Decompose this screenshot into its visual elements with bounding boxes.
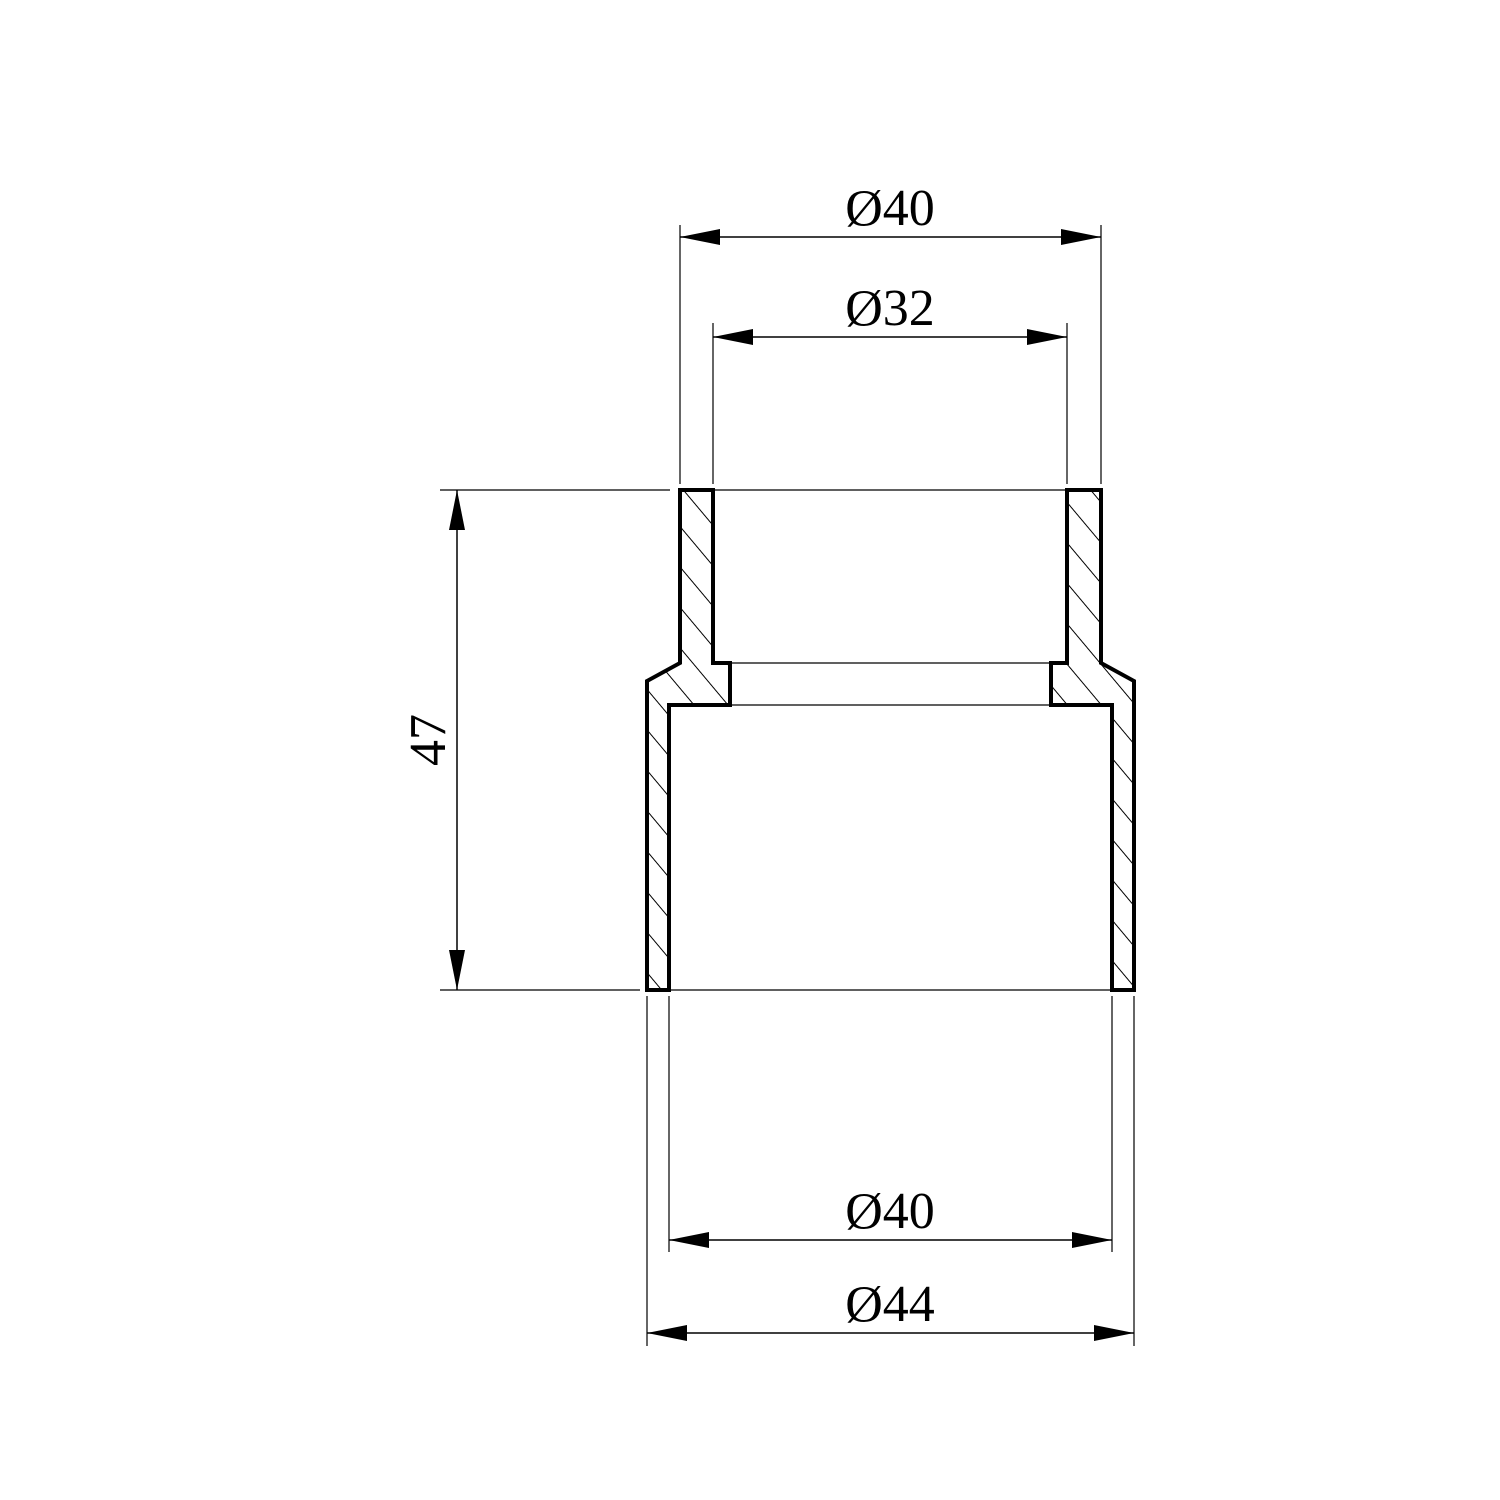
dim-label-height: 47 bbox=[400, 714, 457, 766]
dim-label-top-inner: Ø32 bbox=[845, 280, 935, 337]
left-wall-section bbox=[645, 488, 732, 992]
dim-label-top-outer: Ø40 bbox=[845, 180, 935, 237]
right-wall-section bbox=[1049, 488, 1136, 992]
internal-edges bbox=[669, 489, 1112, 991]
extension-lines bbox=[440, 225, 1135, 1346]
dim-label-bottom-inner: Ø40 bbox=[845, 1183, 935, 1240]
dim-label-bottom-outer: Ø44 bbox=[845, 1276, 935, 1333]
